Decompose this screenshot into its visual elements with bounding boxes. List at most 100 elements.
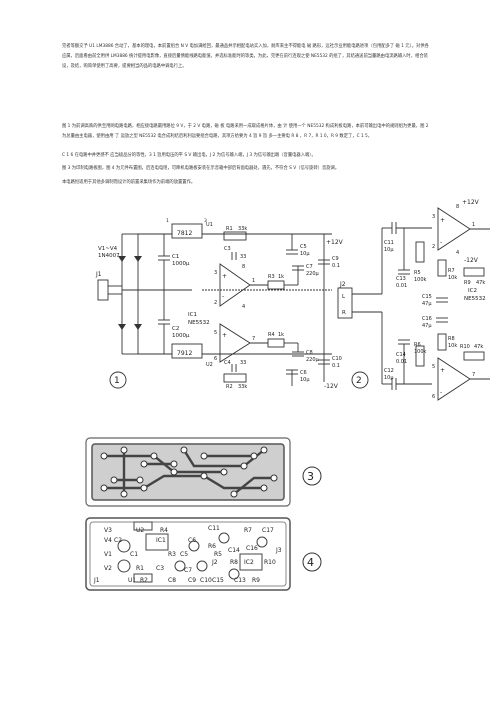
svg-text:C16: C16 <box>246 545 258 552</box>
svg-text:6: 6 <box>214 356 217 362</box>
label-r7: R7 <box>448 268 455 274</box>
svg-text:V1: V1 <box>104 551 112 558</box>
label-diode-part: 1N4007 <box>98 253 120 259</box>
svg-text:IC2: IC2 <box>244 559 254 566</box>
label-c11: C11 <box>384 240 394 246</box>
label-c16: C16 <box>422 316 432 322</box>
label-c13-value: 0.01 <box>396 283 407 289</box>
resistor-r3 <box>267 280 285 290</box>
label-c14: C14 <box>396 352 406 358</box>
svg-text:U1: U1 <box>128 577 136 584</box>
svg-text:R8: R8 <box>230 559 238 566</box>
schematic-figure: J1 V1~V4 1N4007 7812 U1 1 3 7912 U2 <box>95 199 490 401</box>
label-l: L <box>342 294 346 300</box>
label-r4: R4 <box>268 332 275 338</box>
svg-text:1: 1 <box>166 218 169 224</box>
label-c1: C1 <box>172 254 179 260</box>
label-c3: C3 <box>224 246 231 252</box>
svg-text:2: 2 <box>432 244 435 250</box>
svg-text:2: 2 <box>214 300 217 306</box>
label-r: R <box>342 310 346 316</box>
label-r3: R3 <box>268 274 275 280</box>
svg-text:R7: R7 <box>244 527 252 534</box>
pcb-component-layout: V3 U2 R4 C11 R7 C17 V4 C2 IC1 C6 R6 C16 … <box>85 517 322 591</box>
label-r8: R8 <box>448 336 455 342</box>
svg-text:3: 3 <box>214 270 217 276</box>
label-c14-value: 0.01 <box>396 359 407 365</box>
label-ic1: IC1 <box>188 312 197 318</box>
label-c2: C2 <box>172 326 179 332</box>
label-r5-value: 100k <box>414 277 427 283</box>
label-c8-value: 220μ <box>306 357 320 363</box>
svg-text:-: - <box>222 351 224 358</box>
label-r5: R5 <box>414 270 421 276</box>
svg-text:R2: R2 <box>140 577 148 584</box>
label-c9: C9 <box>332 256 339 262</box>
svg-text:C14: C14 <box>228 547 240 554</box>
svg-text:C2: C2 <box>114 537 122 544</box>
label-c1-value: 1000μ <box>172 261 190 267</box>
svg-text:5: 5 <box>432 364 435 370</box>
label-plus12v-1: +12V <box>326 239 344 246</box>
regulator-7912 <box>171 343 203 359</box>
resistor-r7 <box>437 259 447 277</box>
svg-text:C15: C15 <box>212 577 224 584</box>
label-j2: J2 <box>339 281 346 288</box>
svg-text:8: 8 <box>456 204 459 210</box>
label-c16-value: 47μ <box>422 323 432 329</box>
svg-text:IC1: IC1 <box>156 537 166 544</box>
label-c7-value: 220μ <box>306 271 320 277</box>
svg-text:R5: R5 <box>214 551 222 558</box>
label-u1-ref: U1 <box>206 222 213 228</box>
label-c9-value: 0.1 <box>332 263 340 269</box>
label-minus12v-2: -12V <box>464 257 479 264</box>
label-r2-value: 33k <box>238 384 247 390</box>
svg-text:J3: J3 <box>275 547 282 554</box>
connector-j1 <box>97 279 109 301</box>
opamp-ic2-a <box>437 207 471 251</box>
schematic-2: J2 L R C11 10μ C12 10μ C13 0.01 R5 100k <box>337 199 490 401</box>
svg-text:+: + <box>440 217 445 224</box>
label-r10: R10 <box>460 344 470 350</box>
svg-text:+: + <box>222 332 227 339</box>
svg-text:6: 6 <box>432 394 435 400</box>
label-r7-value: 10k <box>448 275 457 281</box>
label-c15-value: 47μ <box>422 301 432 307</box>
svg-text:7: 7 <box>472 372 475 378</box>
svg-text:R9: R9 <box>252 577 260 584</box>
opamp-ic1-b <box>219 323 251 363</box>
pcb-trace-layout: 3 <box>85 437 322 507</box>
label-v1-v4: V1~V4 <box>98 246 118 252</box>
label-7812: 7812 <box>177 230 192 237</box>
svg-text:8: 8 <box>242 264 245 270</box>
svg-text:C13: C13 <box>234 577 246 584</box>
svg-text:V4: V4 <box>104 537 112 544</box>
svg-text:+: + <box>222 273 227 280</box>
paragraph-3: C 1 6 在电路中并更感不 应当极品分的等性，3 1 旨用电压的平 S V 输… <box>62 153 316 158</box>
diode-bridge <box>118 233 142 355</box>
svg-text:4: 4 <box>456 250 459 256</box>
svg-text:C9: C9 <box>188 577 196 584</box>
pcb-figure: 3 V3 U2 R4 C11 R7 C17 V4 C2 IC1 C6 R6 C1… <box>85 437 322 591</box>
svg-text:7: 7 <box>252 336 255 342</box>
label-r4-value: 1k <box>278 332 284 338</box>
regulator-7812 <box>171 223 203 239</box>
svg-text:V3: V3 <box>104 527 112 534</box>
label-c10-value: 0.1 <box>332 363 340 369</box>
svg-text:R6: R6 <box>208 543 216 550</box>
svg-text:-: - <box>440 239 442 246</box>
paragraph-2: 图 1 为前调高跌的供至用网电路电路，相应接电路最用路位 9 V，于 2 V 电… <box>62 124 429 139</box>
svg-text:3: 3 <box>432 214 435 220</box>
label-7912: 7912 <box>177 350 192 357</box>
label-r1-value: 33k <box>238 226 247 232</box>
label-c7: C7 <box>306 264 313 270</box>
resistor-r4 <box>267 338 285 348</box>
label-r9: R9 <box>464 280 471 286</box>
svg-text:V2: V2 <box>104 565 112 572</box>
svg-text:R1: R1 <box>136 565 144 572</box>
opamp-ic2-b <box>437 357 471 401</box>
resistor-r5 <box>415 241 425 263</box>
label-j1: J1 <box>95 271 102 278</box>
label-r6: R6 <box>414 342 421 348</box>
svg-text:J2: J2 <box>211 559 218 566</box>
